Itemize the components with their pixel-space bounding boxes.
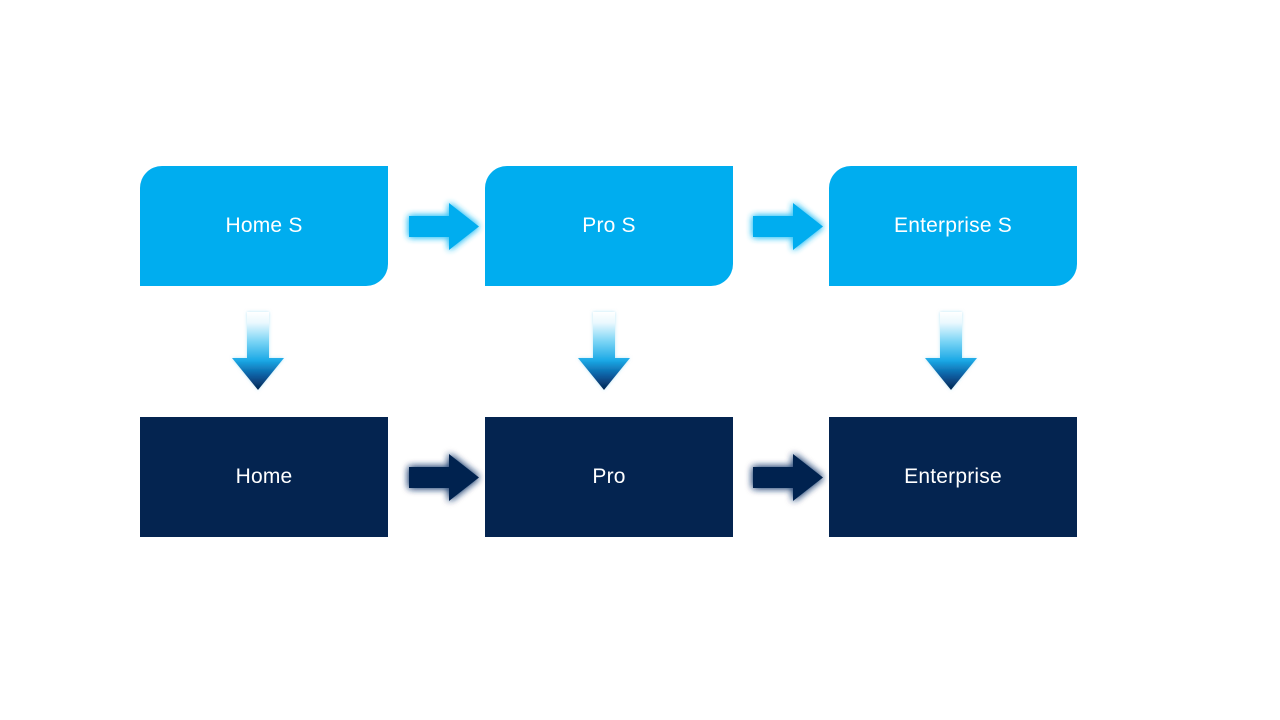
arrow-home-s-to-home <box>232 312 284 390</box>
node-enterprise-s-label: Enterprise S <box>894 214 1012 238</box>
node-enterprise[interactable]: Enterprise <box>829 417 1077 537</box>
arrow-down-icon <box>925 312 977 390</box>
node-home-s[interactable]: Home S <box>140 166 388 286</box>
arrow-pro-s-to-pro <box>578 312 630 390</box>
arrow-home-s-to-pro-s <box>409 203 479 250</box>
node-home[interactable]: Home <box>140 417 388 537</box>
arrow-down-icon <box>578 312 630 390</box>
arrow-right-icon <box>409 454 479 501</box>
node-pro-s[interactable]: Pro S <box>485 166 733 286</box>
node-pro-label: Pro <box>592 465 626 489</box>
arrow-right-icon <box>753 454 823 501</box>
arrow-pro-to-enterprise <box>753 454 823 501</box>
node-home-label: Home <box>235 465 293 489</box>
arrow-down-icon <box>232 312 284 390</box>
arrow-enterprise-s-to-enterprise <box>925 312 977 390</box>
arrow-right-icon <box>753 203 823 250</box>
node-home-s-label: Home S <box>225 214 303 238</box>
arrow-pro-s-to-enterprise-s <box>753 203 823 250</box>
node-enterprise-s[interactable]: Enterprise S <box>829 166 1077 286</box>
node-pro-s-label: Pro S <box>582 214 636 238</box>
arrow-home-to-pro <box>409 454 479 501</box>
node-enterprise-label: Enterprise <box>904 465 1002 489</box>
node-pro[interactable]: Pro <box>485 417 733 537</box>
arrow-right-icon <box>409 203 479 250</box>
